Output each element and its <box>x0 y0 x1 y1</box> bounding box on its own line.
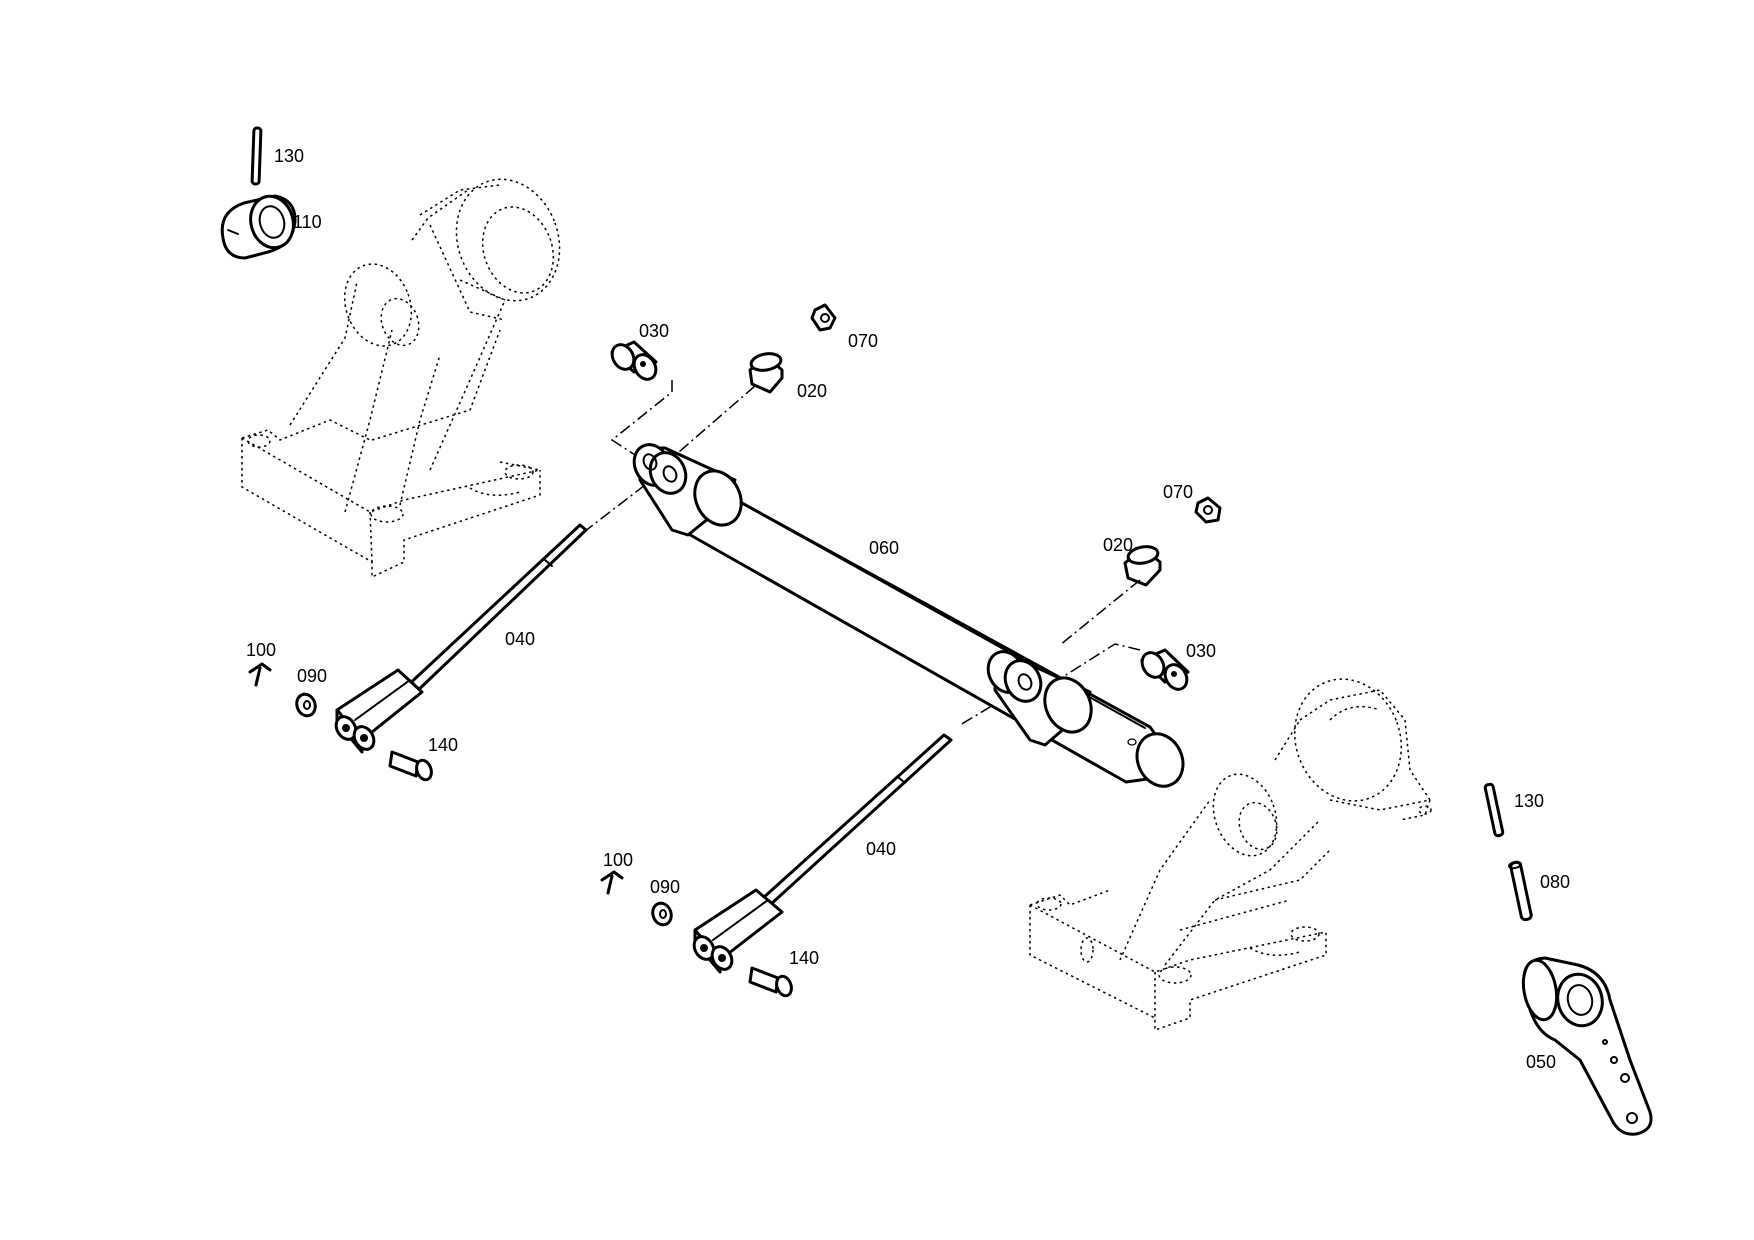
bracket-upper-left <box>241 178 561 579</box>
screw-100-lower <box>600 870 624 895</box>
label-050: 050 <box>1526 1052 1556 1072</box>
bushing-020-upper <box>748 352 784 394</box>
label-140-upper: 140 <box>428 735 458 755</box>
label-140-lower: 140 <box>789 948 819 968</box>
screw-100-upper <box>248 662 272 687</box>
ring-110 <box>220 194 297 260</box>
centre-lines <box>579 380 1141 726</box>
label-090-upper: 090 <box>297 666 327 686</box>
label-080: 080 <box>1540 872 1570 892</box>
label-100-lower: 100 <box>603 850 633 870</box>
label-030-upper: 030 <box>639 321 669 341</box>
pin-140-upper <box>388 750 433 782</box>
label-070-lower: 070 <box>1163 482 1193 502</box>
label-130-lower: 130 <box>1514 791 1544 811</box>
label-020-upper: 020 <box>797 381 827 401</box>
bushing-020-lower <box>1123 545 1162 587</box>
rod-040-lower <box>692 733 953 974</box>
lever-050 <box>1521 956 1653 1136</box>
pin-140-lower <box>748 966 793 998</box>
part-labels: 130 110 030 070 020 070 060 020 030 040 … <box>246 146 1570 1072</box>
bush-030-lower <box>1140 648 1190 691</box>
label-070-upper: 070 <box>848 331 878 351</box>
label-060: 060 <box>869 538 899 558</box>
bush-030-upper <box>610 340 658 381</box>
bracket-lower-right <box>1029 678 1432 1032</box>
label-040-upper: 040 <box>505 629 535 649</box>
pin-130-upper <box>250 126 263 186</box>
nut-070-lower <box>1194 496 1222 524</box>
washer-090-lower <box>651 901 673 927</box>
label-020-lower: 020 <box>1103 535 1133 555</box>
pin-130-lower <box>1483 782 1505 838</box>
label-100-upper: 100 <box>246 640 276 660</box>
label-090-lower: 090 <box>650 877 680 897</box>
label-040-lower: 040 <box>866 839 896 859</box>
rod-040-upper <box>334 523 588 754</box>
pin-080 <box>1508 860 1533 922</box>
label-110: 110 <box>293 212 322 232</box>
label-030-lower: 030 <box>1186 641 1216 661</box>
nut-070-upper <box>810 303 837 332</box>
washer-090-upper <box>295 692 317 718</box>
shaft-060 <box>632 443 1185 788</box>
label-130-upper: 130 <box>274 146 304 166</box>
